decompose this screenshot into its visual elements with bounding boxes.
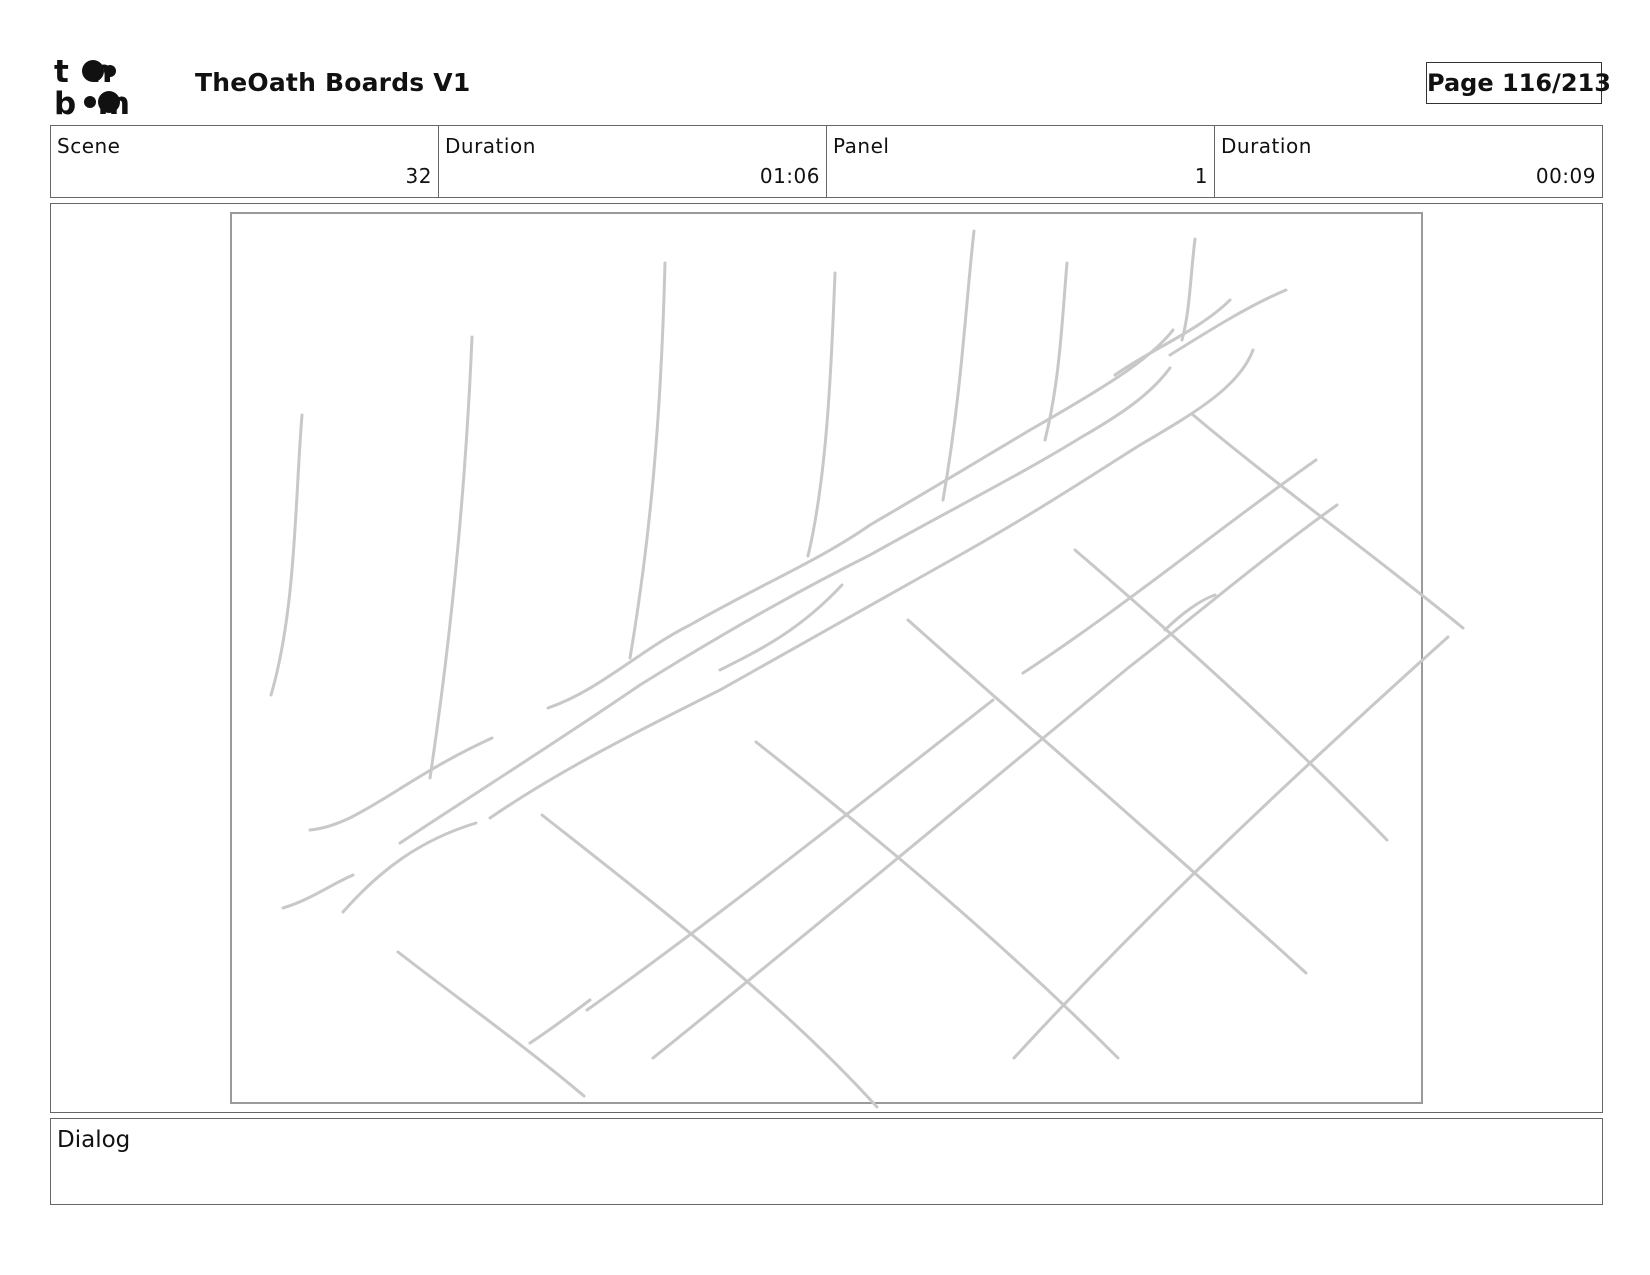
scene-duration-value: 01:06	[759, 164, 820, 188]
scene-duration-cell: Duration 01:06	[439, 126, 827, 197]
dialog-label: Dialog	[57, 1127, 131, 1153]
dialog-box: Dialog	[50, 1118, 1603, 1205]
scene-duration-label: Duration	[445, 134, 536, 158]
page-indicator: Page 116/213	[1426, 62, 1611, 104]
panel-info-row: Scene 32 Duration 01:06 Panel 1 Duration…	[50, 125, 1603, 198]
scene-label: Scene	[57, 134, 121, 158]
panel-label: Panel	[833, 134, 890, 158]
toon-boom-logo-icon: t n b m	[54, 54, 130, 116]
scene-cell: Scene 32	[51, 126, 439, 197]
panel-duration-value: 00:09	[1535, 164, 1596, 188]
document-title: TheOath Boards V1	[195, 68, 471, 97]
camera-frame	[230, 212, 1423, 1104]
scene-value: 32	[405, 164, 432, 188]
panel-duration-label: Duration	[1221, 134, 1312, 158]
panel-cell: Panel 1	[827, 126, 1215, 197]
panel-image-area	[50, 203, 1603, 1113]
panel-duration-cell: Duration 00:09	[1215, 126, 1602, 197]
panel-value: 1	[1194, 164, 1208, 188]
